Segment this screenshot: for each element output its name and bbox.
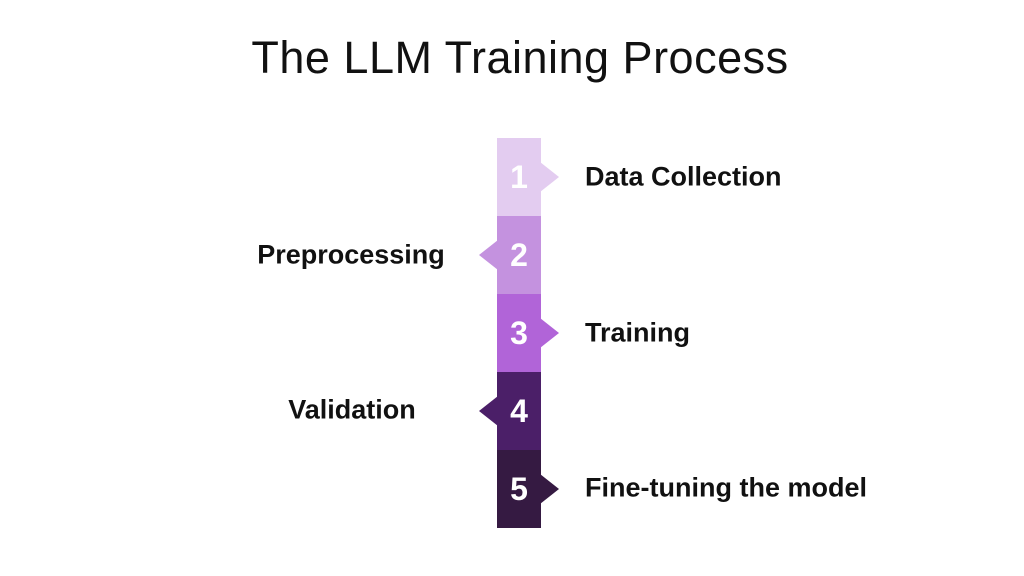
step-block-1: 1 <box>497 138 559 216</box>
arrow-right-icon <box>540 162 559 192</box>
step-block-4: 4 <box>479 372 541 450</box>
step-block-5: 5 <box>497 450 559 528</box>
step-label-preprocessing: Preprocessing <box>257 239 445 270</box>
step-number: 2 <box>510 237 528 273</box>
step-number: 4 <box>510 393 528 429</box>
arrow-right-icon <box>540 318 559 348</box>
step-label-fine-tuning: Fine-tuning the model <box>585 472 867 503</box>
step-label-data-collection: Data Collection <box>585 161 782 192</box>
page-title: The LLM Training Process <box>251 32 789 83</box>
arrow-left-icon <box>479 240 498 270</box>
step-block-2: 2 <box>479 216 541 294</box>
step-number: 3 <box>510 315 528 351</box>
step-number: 5 <box>510 471 528 507</box>
step-label-validation: Validation <box>288 394 416 425</box>
step-number: 1 <box>510 159 528 195</box>
arrow-right-icon <box>540 474 559 504</box>
arrow-left-icon <box>479 396 498 426</box>
step-block-3: 3 <box>497 294 559 372</box>
step-label-training: Training <box>585 317 691 348</box>
